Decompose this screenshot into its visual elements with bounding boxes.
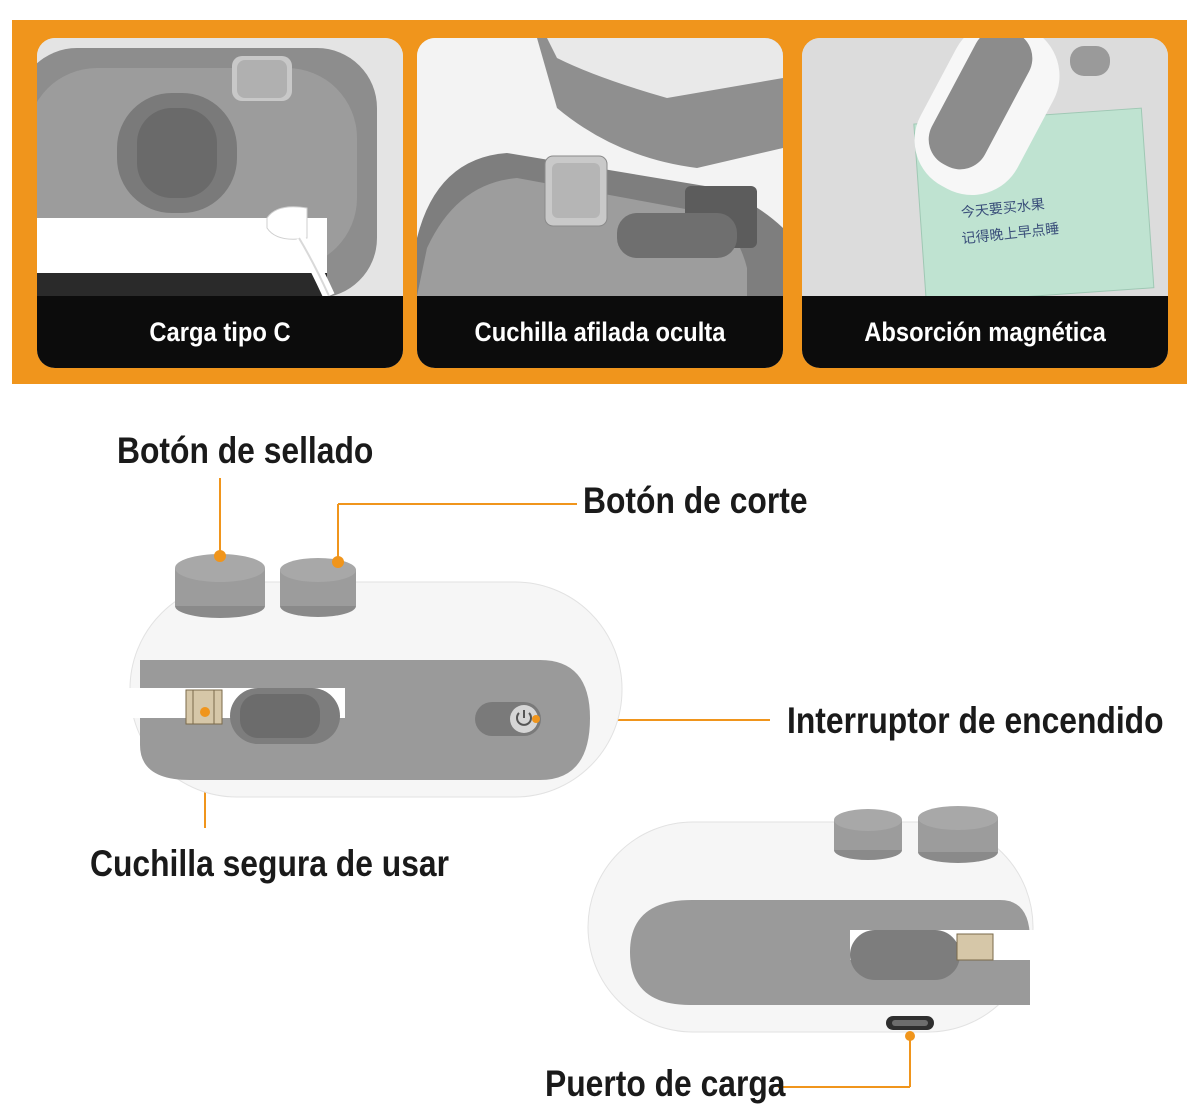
callout-cut-button: Botón de corte bbox=[583, 480, 808, 521]
callout-power-switch: Interruptor de encendido bbox=[787, 700, 1164, 741]
caption-bar: Absorción magnética bbox=[802, 296, 1168, 368]
feature-card-blade: Cuchilla afilada oculta bbox=[417, 38, 783, 368]
cut-button-back bbox=[918, 806, 998, 863]
sealer-device-back bbox=[587, 806, 1035, 1041]
hidden-blade-photo bbox=[417, 38, 783, 296]
caption-bar: Cuchilla afilada oculta bbox=[417, 296, 783, 368]
usb-c-port-icon bbox=[886, 1016, 934, 1030]
callout-safe-blade: Cuchilla segura de usar bbox=[90, 843, 449, 884]
feature-caption: Cuchilla afilada oculta bbox=[438, 296, 762, 368]
feature-caption: Carga tipo C bbox=[58, 296, 382, 368]
seal-button-back bbox=[834, 809, 902, 860]
magnetic-fridge-photo: 今天要买水果 记得晚上早点睡 bbox=[802, 38, 1168, 296]
sealer-device-front bbox=[125, 550, 623, 798]
power-icon bbox=[516, 710, 532, 726]
seal-button bbox=[175, 554, 265, 618]
feature-card-magnetic: 今天要买水果 记得晚上早点睡 Absorción magnética bbox=[802, 38, 1168, 368]
callout-charging-port: Puerto de carga bbox=[545, 1063, 786, 1104]
caption-bar: Carga tipo C bbox=[37, 296, 403, 368]
feature-card-charging: Carga tipo C bbox=[37, 38, 403, 368]
feature-caption: Absorción magnética bbox=[823, 296, 1147, 368]
cut-button bbox=[280, 558, 356, 617]
feature-band: Carga tipo C Cuchilla afilada oculta bbox=[12, 20, 1187, 384]
usb-c-charging-photo bbox=[37, 38, 403, 296]
callout-seal-button: Botón de sellado bbox=[117, 430, 374, 471]
